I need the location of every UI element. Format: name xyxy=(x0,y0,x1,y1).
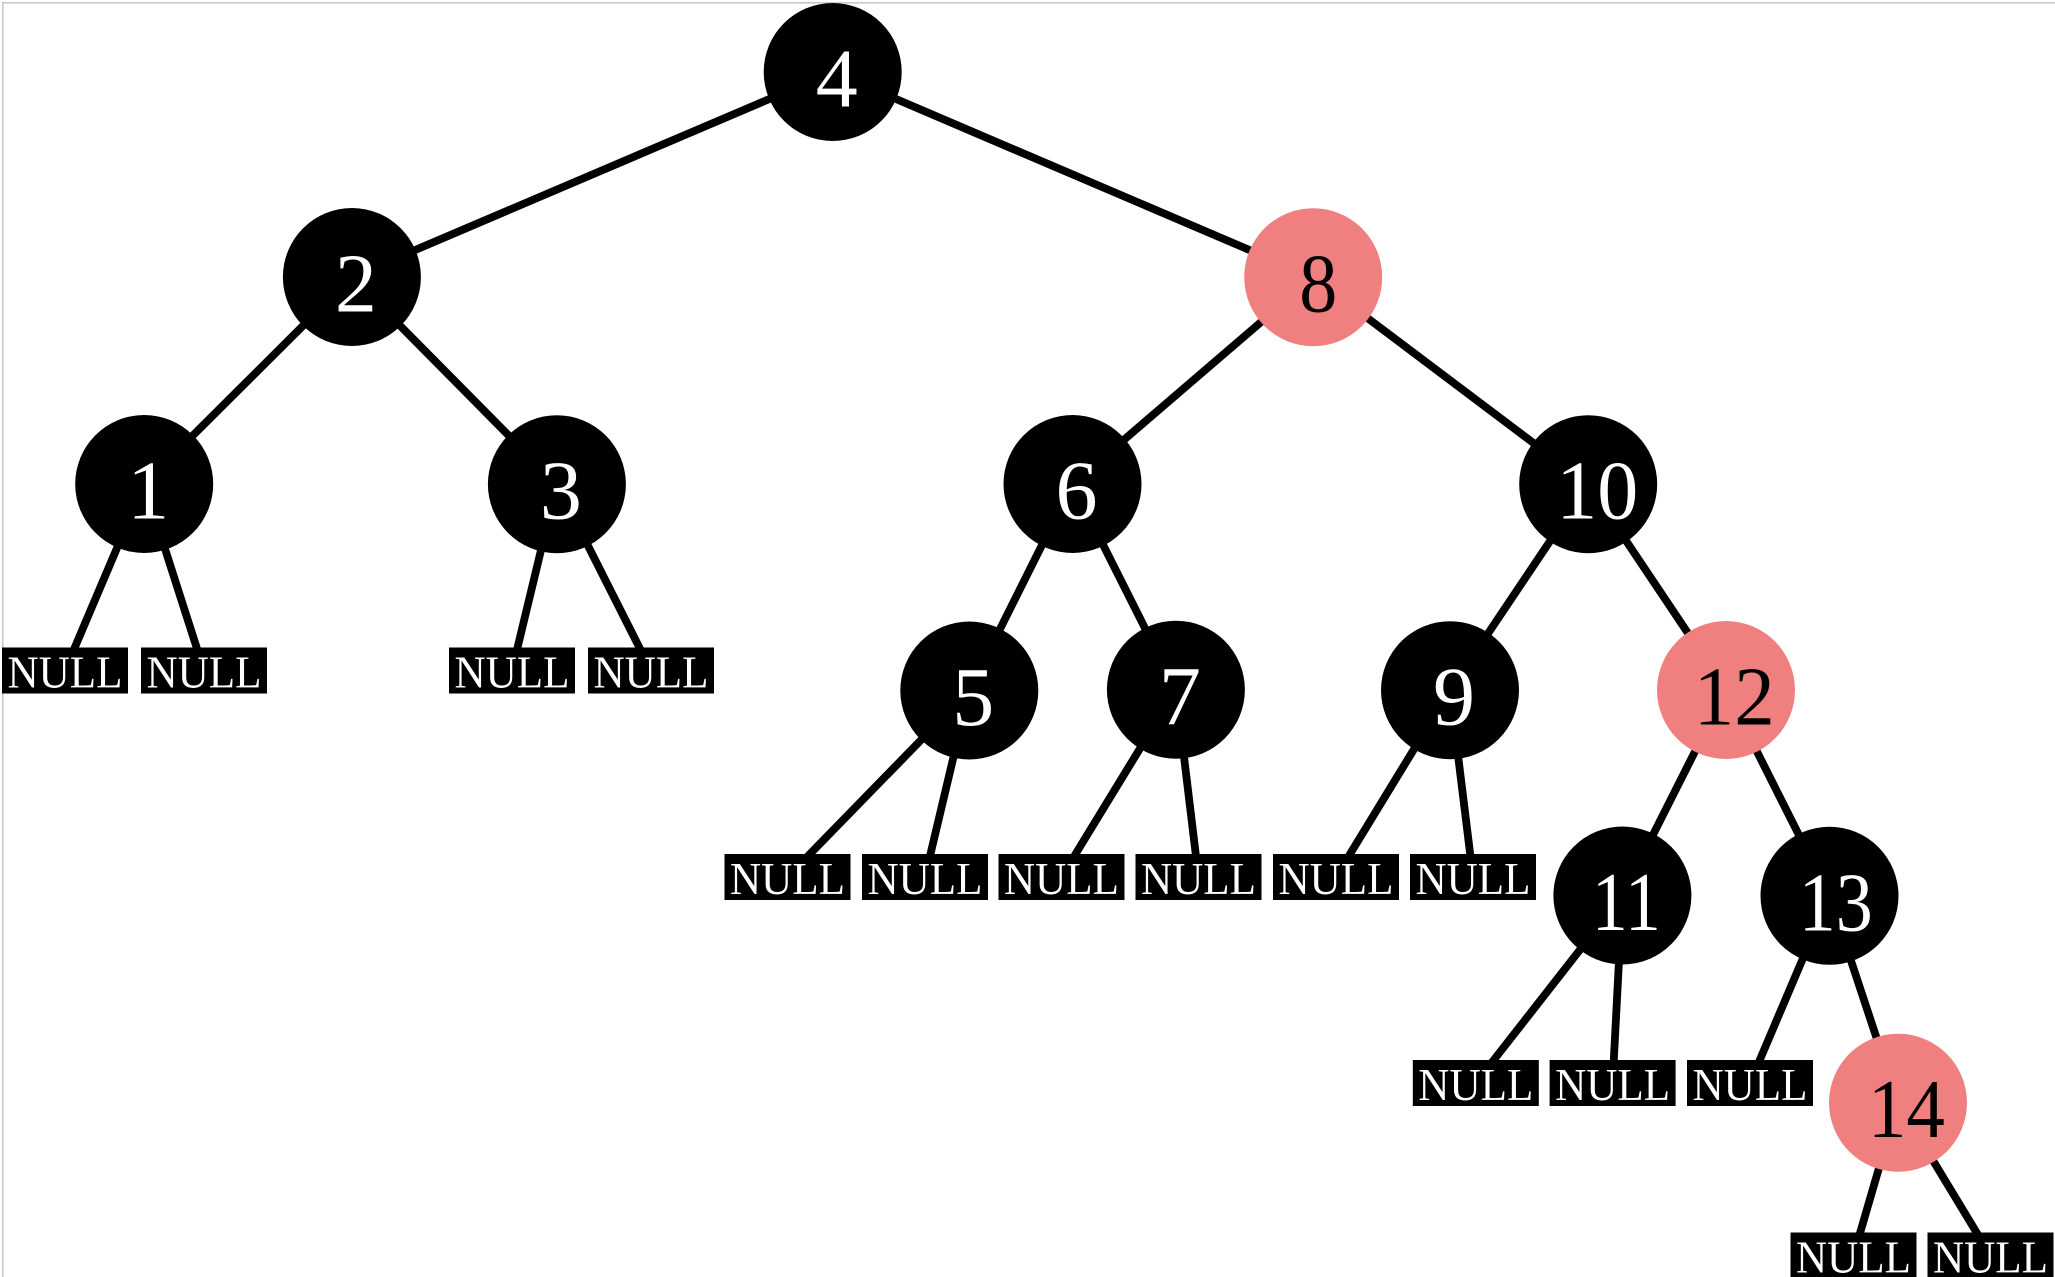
svg-text:NULL: NULL xyxy=(1933,1232,2048,1277)
svg-text:11: 11 xyxy=(1592,856,1661,949)
svg-text:10: 10 xyxy=(1556,445,1638,538)
svg-text:9: 9 xyxy=(1433,651,1475,744)
svg-text:NULL: NULL xyxy=(147,647,262,698)
svg-text:3: 3 xyxy=(540,445,582,538)
svg-text:13: 13 xyxy=(1799,856,1873,949)
svg-text:NULL: NULL xyxy=(1796,1232,1911,1277)
svg-text:14: 14 xyxy=(1868,1063,1945,1156)
svg-text:1: 1 xyxy=(127,445,169,538)
svg-text:NULL: NULL xyxy=(1418,1059,1533,1110)
svg-text:NULL: NULL xyxy=(868,853,983,904)
svg-text:NULL: NULL xyxy=(1693,1059,1808,1110)
svg-text:NULL: NULL xyxy=(730,853,845,904)
svg-text:NULL: NULL xyxy=(1279,853,1394,904)
svg-text:NULL: NULL xyxy=(8,647,123,698)
svg-text:NULL: NULL xyxy=(1141,853,1256,904)
svg-text:7: 7 xyxy=(1159,650,1201,743)
svg-text:6: 6 xyxy=(1056,445,1098,538)
svg-text:5: 5 xyxy=(952,651,994,744)
svg-text:NULL: NULL xyxy=(1416,853,1531,904)
svg-text:4: 4 xyxy=(816,33,858,126)
svg-text:NULL: NULL xyxy=(455,647,570,698)
svg-text:NULL: NULL xyxy=(594,647,709,698)
svg-text:NULL: NULL xyxy=(1555,1059,1670,1110)
svg-text:12: 12 xyxy=(1694,651,1775,744)
svg-text:2: 2 xyxy=(335,238,377,331)
svg-text:NULL: NULL xyxy=(1004,853,1119,904)
svg-text:8: 8 xyxy=(1299,238,1337,331)
